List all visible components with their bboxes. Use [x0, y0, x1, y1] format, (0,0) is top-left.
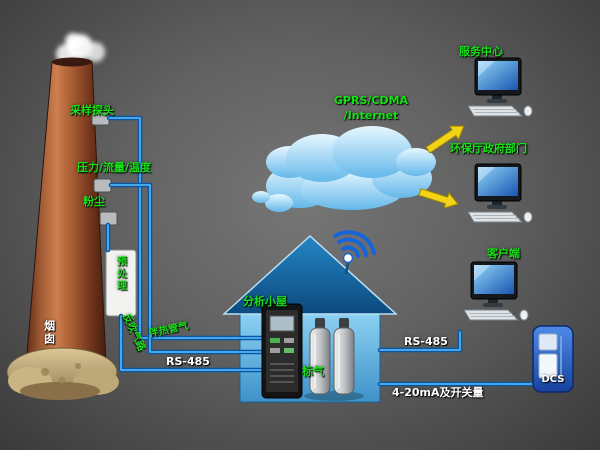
house-roof: [222, 234, 398, 315]
stone-base: [6, 347, 119, 400]
dcs-cabinet: [532, 325, 574, 393]
internet-cloud: [252, 126, 436, 212]
chimney: [6, 33, 119, 400]
wifi-antenna: [333, 230, 376, 275]
sample-lines: [105, 115, 267, 373]
analyzer-screen: [269, 315, 295, 332]
sampling-probe-device: [91, 111, 110, 126]
smoke-plume: [56, 33, 105, 64]
workstation-service-center: [467, 57, 533, 117]
data-flow-arrows: [418, 125, 465, 209]
workstation-epa: [467, 163, 533, 223]
chimney-body: [25, 61, 107, 366]
pretreatment-cabinet: [105, 249, 137, 317]
arrow-to-epa: [418, 188, 459, 209]
chimney-top-opening: [52, 57, 92, 67]
pressure-flow-temp-device: [93, 178, 112, 193]
analyzer-rack: [261, 303, 303, 399]
workstation-client: [463, 261, 529, 321]
output-lines: [377, 329, 540, 387]
gas-cylinders: [304, 318, 364, 401]
arrow-to-service-center: [425, 125, 465, 154]
